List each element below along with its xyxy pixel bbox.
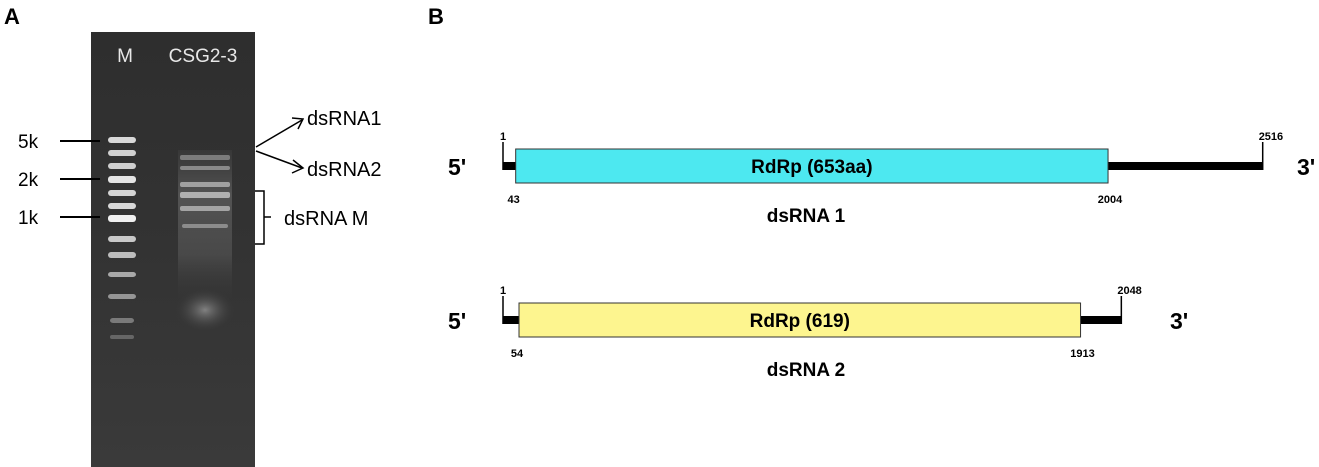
map1-end-position: 2516 <box>1259 131 1283 143</box>
ladder-band <box>110 335 134 339</box>
map2-three-prime: 3' <box>1170 308 1188 334</box>
map2-start-position: 1 <box>500 285 506 297</box>
ladder-band <box>108 190 136 196</box>
marker-label-1k: 1k <box>18 208 39 229</box>
sample-low-mw-blob <box>175 288 235 332</box>
marker-label-5k: 5k <box>18 132 39 153</box>
sample-band <box>180 206 230 211</box>
map2-orf-start-position: 54 <box>511 348 524 360</box>
sample-band-dsrna1 <box>180 155 230 160</box>
sample-band-dsrna2 <box>180 166 230 170</box>
ladder-band <box>110 318 134 323</box>
lane-label-sample: CSG2-3 <box>169 46 238 67</box>
ladder-band <box>108 236 136 242</box>
ladder-band <box>108 176 136 183</box>
dsrna1-arrow <box>255 117 305 148</box>
map1-three-prime: 3' <box>1297 154 1315 180</box>
ladder-band <box>108 215 136 222</box>
ladder-bands <box>108 137 136 339</box>
ladder-band <box>108 294 136 299</box>
map2-five-prime: 5' <box>448 308 466 334</box>
map1-orf-label: RdRp (653aa) <box>751 157 872 178</box>
map1-segment-name: dsRNA 1 <box>767 206 846 227</box>
gel-panel: M CSG2-3 5k 2k 1k <box>18 32 381 467</box>
lane-label-marker: M <box>117 46 133 67</box>
map1-orf-box <box>515 148 1109 184</box>
dsrna2-arrow <box>255 150 305 174</box>
ladder-band <box>108 252 136 258</box>
dsrna-m-bracket <box>255 190 271 245</box>
map1-five-prime: 5' <box>448 154 466 180</box>
map1-orf-start-position: 43 <box>508 194 520 206</box>
map2-orf-end-position: 1913 <box>1070 348 1094 360</box>
dsrna-m-annotation: dsRNA M <box>284 208 368 230</box>
sample-band <box>182 224 228 228</box>
ladder-band <box>108 137 136 143</box>
map1-orf-end-position: 2004 <box>1098 194 1123 206</box>
dsrna1-annotation: dsRNA1 <box>307 108 381 130</box>
panel-b-label: B <box>428 4 444 29</box>
map2-segment-name: dsRNA 2 <box>767 360 845 381</box>
map2-end-position: 2048 <box>1117 285 1141 297</box>
ladder-band <box>108 272 136 277</box>
panel-a-label: A <box>4 4 20 29</box>
dsrna2-annotation: dsRNA2 <box>307 159 381 181</box>
map2-orf-label: RdRp (619) <box>750 311 850 332</box>
marker-label-2k: 2k <box>18 170 39 191</box>
ladder-band <box>108 203 136 209</box>
map1-start-position: 1 <box>500 131 506 143</box>
sample-band <box>180 192 230 198</box>
sample-lane <box>175 150 235 332</box>
map2-orf-box <box>518 302 1082 338</box>
ladder-band <box>108 163 136 169</box>
ladder-band <box>108 150 136 156</box>
sample-band <box>180 182 230 187</box>
